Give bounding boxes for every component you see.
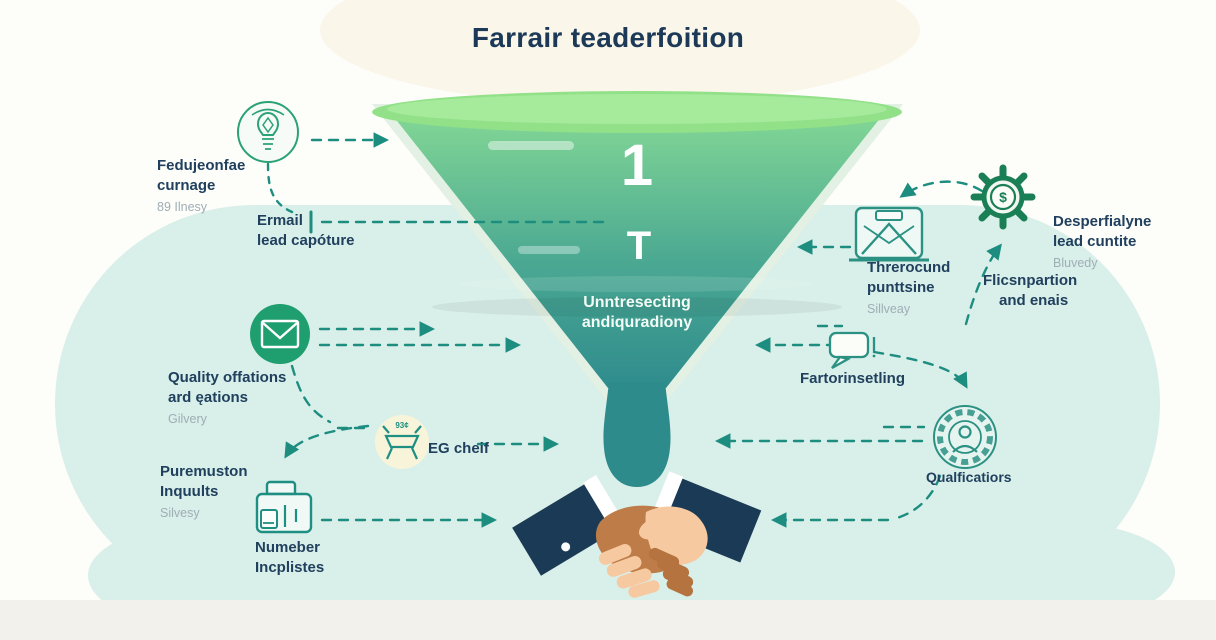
label-inbound: Threrocund punttsine Sillveay (867, 258, 950, 317)
label-inquiries-line1: Puremuston (160, 463, 248, 480)
funnel-caption-line2: andiquradiony (581, 313, 693, 331)
eg-chief-badge-text: 93¢ (395, 421, 409, 430)
funnel-caption-line1: Unntresecting (583, 294, 691, 311)
idea-lightbulb-icon (237, 101, 299, 163)
label-email-line1: Ermail (257, 212, 303, 229)
label-number-line2: Incplistes (255, 558, 325, 576)
label-separation-line2: and enais (999, 291, 1069, 309)
label-lead-count: Desperfialyne lead cuntite Bluvedy (1053, 212, 1151, 271)
label-lead-count-sub: Bluvedy (1053, 255, 1098, 270)
label-eg-chief-text: EG cheif (428, 440, 489, 457)
background-bottom-strip (0, 600, 1216, 640)
label-idea-sub: 89 Ilnesy (157, 199, 208, 214)
funnel-stage-letter: T (626, 224, 652, 268)
gear-dollar-icon: $ (970, 164, 1036, 230)
label-quality-sub: Gilvery (168, 411, 207, 426)
email-envelope-icon (250, 304, 310, 364)
label-inbound-sub: Sillveay (867, 301, 911, 316)
diagram-title: Farrair teaderfoition (471, 22, 745, 53)
label-lead-count-line2: lead cuntite (1053, 232, 1137, 250)
label-feedback: Fartorinsetling (800, 369, 905, 389)
documents-icon (255, 480, 313, 534)
eg-chief-icon: 93¢ (375, 415, 429, 469)
label-inquiries: Puremuston Inquults Silvesy (160, 462, 248, 521)
label-separation-line1: Flicsnpartion (983, 272, 1078, 289)
label-qualifications-text: Qualficatiors (926, 469, 1012, 485)
arrow-feedback-to-qualifications (872, 350, 968, 389)
gear-dollar-text: $ (999, 189, 1007, 205)
label-quality-line2: ard ęations (168, 388, 249, 406)
funnel-rim-highlight (387, 94, 887, 124)
funnel-cone (390, 112, 885, 388)
label-number: Numeber Incplistes (255, 538, 324, 578)
arrow-separation-to-gear (964, 243, 1002, 326)
label-idea-line1: Fedujeonfae (157, 157, 246, 174)
inbound-mail-icon (849, 206, 929, 262)
funnel-highlight-bar-2 (518, 246, 580, 254)
label-quality-line1: Quality offations (168, 369, 287, 386)
label-idea-line2: curnage (157, 176, 216, 194)
funnel-stage-number: 1 (620, 133, 654, 198)
label-inquiries-line2: Inquults (160, 482, 219, 500)
label-separation: Flicsnpartion and enais (983, 271, 1077, 311)
funnel (372, 91, 903, 487)
funnel-highlight-bar-1 (488, 141, 574, 150)
label-quality: Quality offations ard ęations Gilvery (168, 368, 286, 427)
label-inbound-line1: Threrocund (867, 259, 951, 276)
funnel-band-light (459, 276, 815, 292)
qualifications-badge-icon (933, 405, 997, 469)
handshake-illustration (512, 471, 762, 598)
label-email-capture: Ermail lead capóture (257, 211, 355, 251)
connector-quality-to-egchief (290, 364, 332, 424)
flow-arrows (266, 132, 1002, 528)
label-eg-chief: EG cheif (428, 439, 489, 459)
funnel-stem (603, 382, 671, 487)
label-feedback-text: Fartorinsetling (800, 370, 906, 387)
funnel-caption: Unntresecting andiquradiony (537, 293, 737, 332)
label-lead-count-line1: Desperfialyne (1053, 213, 1152, 230)
label-idea: Fedujeonfae curnage 89 Ilnesy (157, 156, 245, 215)
label-inquiries-sub: Silvesy (160, 505, 200, 520)
label-inbound-line2: punttsine (867, 278, 935, 296)
connector-idea-to-email (266, 162, 294, 214)
arrow-down-to-documents (284, 424, 370, 459)
label-number-line1: Numeber (255, 539, 321, 556)
label-email-line2: lead capóture (257, 231, 355, 249)
funnel-band-shadow (432, 297, 842, 317)
feedback-bubble-icon (828, 331, 876, 370)
arrow-gear-to-inbound (899, 180, 984, 198)
label-qualifications: Qualficatiors (926, 468, 1012, 486)
connector-qualifications-down (895, 474, 942, 520)
